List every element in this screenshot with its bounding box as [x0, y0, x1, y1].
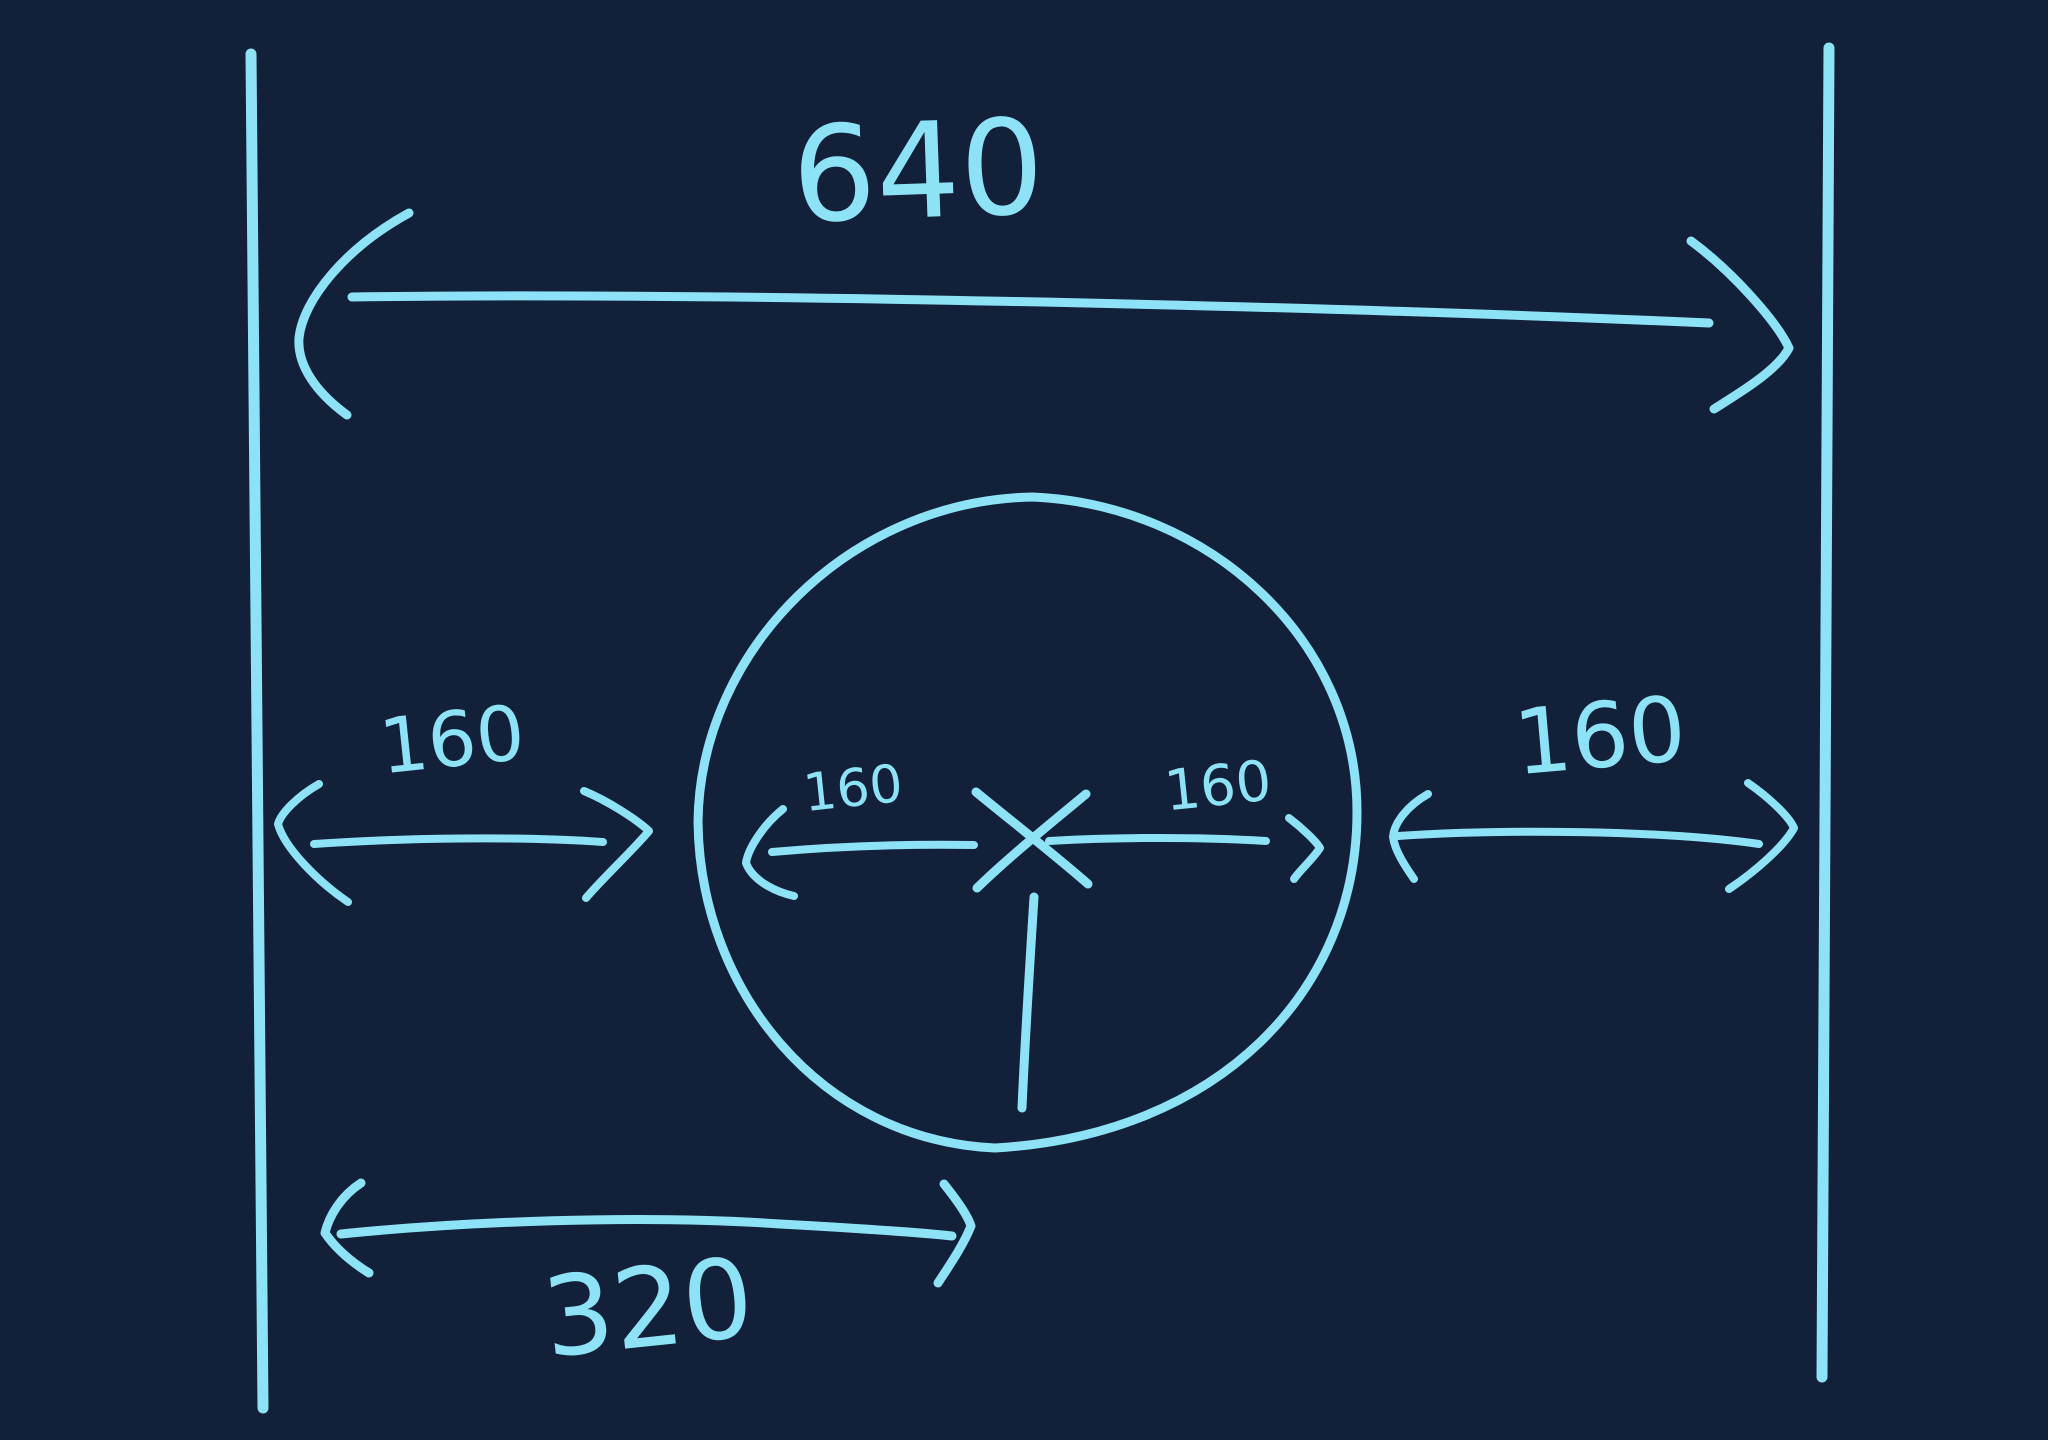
- dimension-label-right-gap: 160: [1509, 676, 1691, 797]
- half-width-arrow-right-head: [933, 1179, 976, 1288]
- half-width-arrow-left-head: [320, 1178, 374, 1278]
- left-boundary-line: [245, 48, 269, 1414]
- right-gap-arrow-shaft: [1394, 827, 1763, 848]
- left-gap-arrow-right-head: [580, 787, 653, 902]
- right-gap-arrow-left-head: [1389, 790, 1432, 883]
- dimension-label-radius-right: 160: [1161, 748, 1275, 825]
- half-width-arrow-shaft: [336, 1214, 957, 1241]
- top-dimension-arrow-right-head: [1686, 236, 1794, 414]
- dimension-label-half-width: 320: [536, 1233, 760, 1383]
- right-gap-arrow-right-head: [1725, 779, 1798, 893]
- right-boundary-line: [1816, 42, 1835, 1383]
- circle-outline: [693, 492, 1362, 1153]
- radius-left-arrow-head: [742, 805, 798, 900]
- dimension-label-radius-left: 160: [800, 753, 906, 825]
- left-gap-arrow-left-head: [274, 780, 352, 906]
- dimension-label-total-width: 640: [789, 90, 1047, 254]
- left-gap-arrow-shaft: [310, 834, 607, 848]
- center-x-mark-stroke-2: [972, 789, 1091, 893]
- radius-left-arrow-shaft: [768, 840, 978, 856]
- dimension-label-left-gap: 160: [375, 687, 529, 792]
- radius-vertical-line: [1017, 892, 1039, 1113]
- radius-right-arrow-shaft: [1045, 834, 1270, 845]
- radius-right-arrow-head: [1285, 814, 1324, 883]
- top-dimension-arrow-left-head: [294, 208, 414, 420]
- top-dimension-arrow-shaft: [347, 291, 1714, 328]
